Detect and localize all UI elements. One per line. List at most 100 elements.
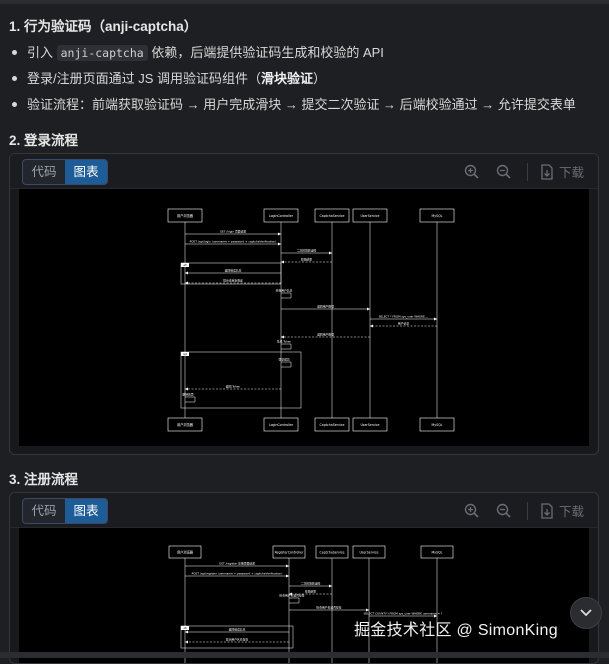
participant-box <box>167 208 203 223</box>
bullet-item: 引入 anji-captcha 依赖，后端提供验证码生成和校验的 API <box>9 42 384 61</box>
zoom-out-icon[interactable] <box>495 163 513 181</box>
message-label: 校验结果 <box>301 258 312 262</box>
participant-box <box>419 208 455 223</box>
fragment-tag <box>181 352 189 356</box>
message-label: 检查用户名是否存在 <box>279 594 304 598</box>
participant-box <box>419 417 455 432</box>
participant-label: UserService <box>359 550 378 554</box>
tab-code[interactable]: 代码 <box>31 504 57 518</box>
message-label: 跳转首页 <box>182 393 193 397</box>
bullet-text: 验证流程：前端获取验证码 → 用户完成滑块 → 提交二次验证 → 后端校验通过 … <box>27 97 576 112</box>
bullet-item: 验证流程：前端获取验证码 → 用户完成滑块 → 提交二次验证 → 后端校验通过 … <box>9 94 576 113</box>
arrow-head <box>434 317 437 321</box>
message-label: SELECT COUNT(*) FROM sys_user WHERE user… <box>364 612 443 616</box>
participant-label: MySQL <box>432 423 443 427</box>
message-label: 查询用户信息 <box>276 289 293 293</box>
message-label: 生成 Token <box>277 340 292 344</box>
arrow-head <box>185 271 188 275</box>
toolbar-divider <box>526 162 528 181</box>
scroll-down-button[interactable] <box>570 597 602 629</box>
fragment-label: alt <box>183 263 186 267</box>
arrow-head <box>329 584 332 588</box>
message-label: 用户记录 <box>398 322 409 326</box>
participant-label: CaptchaService <box>320 550 345 554</box>
fragment-tag <box>181 263 189 267</box>
message-label: SELECT * FROM sys_user WHERE ... <box>379 315 429 319</box>
self-message-arrow <box>281 361 292 368</box>
top-divider <box>0 0 609 4</box>
tab-chart[interactable]: 图表 <box>65 499 107 523</box>
toolbar-divider <box>526 501 528 520</box>
arrow-head <box>185 387 188 391</box>
arrow-head <box>434 614 437 618</box>
arrow-head <box>289 592 292 596</box>
bottom-divider <box>0 652 609 658</box>
message-label: GET /register 注册页面请求 <box>219 562 255 566</box>
self-message-arrow <box>289 597 300 604</box>
zoom-out-icon[interactable] <box>495 502 513 520</box>
participant-label: LoginController <box>269 214 294 218</box>
fragment-tag <box>181 626 189 630</box>
message-label: GET /login 页面请求 <box>220 230 247 234</box>
message-label: 检查用户名是否存在 <box>316 606 341 610</box>
tab-code[interactable]: 代码 <box>31 165 57 179</box>
message-label: 提示请重新验证 <box>223 279 243 283</box>
message-label: 返回错误信息 <box>225 269 242 273</box>
arrow-head <box>329 251 332 255</box>
download-button[interactable]: 下载 <box>540 501 584 520</box>
download-label: 下载 <box>558 166 584 180</box>
participant-label: MySQL <box>432 550 443 554</box>
section-1-title: 1. 行为验证码（anji-captcha） <box>9 19 198 34</box>
participant-box <box>168 545 202 559</box>
tab-chart[interactable]: 图表 <box>65 160 107 184</box>
arrow-head <box>185 640 188 644</box>
arrow-head <box>366 608 369 612</box>
participant-box <box>352 208 388 223</box>
message-label: 返回 Token <box>226 385 241 389</box>
participant-box <box>420 545 454 559</box>
panel-toolbar: 代码 图表 下载 <box>10 493 598 528</box>
participant-box <box>352 545 386 559</box>
arrow-head <box>281 260 284 264</box>
bullet-text: 依赖，后端提供验证码生成和校验的 API <box>147 45 384 60</box>
fragment-label: alt <box>183 626 186 630</box>
arrow-head <box>286 574 289 578</box>
view-toggle: 代码 图表 <box>22 498 108 524</box>
fragment-label: opt <box>183 352 187 356</box>
message-label: 二次校验验证码 <box>301 582 321 586</box>
message-label: 登录成功 <box>278 358 289 362</box>
view-toggle: 代码 图表 <box>22 159 108 185</box>
participant-label: 用户浏览器 <box>177 422 194 427</box>
participant-box <box>263 208 299 223</box>
fragment-frame <box>180 351 302 409</box>
arrow-head <box>281 335 284 339</box>
download-button[interactable]: 下载 <box>540 162 584 181</box>
chevron-down-icon <box>580 609 592 617</box>
zoom-in-icon[interactable] <box>463 502 481 520</box>
arrow-head <box>286 564 289 568</box>
arrow-head <box>370 324 373 328</box>
message-label: 校验结果 <box>305 590 316 594</box>
participant-box <box>314 417 350 432</box>
download-icon <box>541 163 553 180</box>
download-icon <box>541 502 553 519</box>
bullet-dot <box>12 102 17 108</box>
participant-box <box>263 417 299 432</box>
arrow-head <box>367 307 370 311</box>
section-3-title: 3. 注册流程 <box>9 472 79 487</box>
fragment-frame <box>180 625 294 649</box>
participant-label: 用户浏览器 <box>177 549 194 554</box>
panel-tools: 下载 <box>449 501 584 520</box>
arrow-head <box>278 242 281 246</box>
self-message-arrow <box>281 343 292 350</box>
strong-text: 滑块验证 <box>261 71 314 86</box>
arrow-head <box>278 232 281 236</box>
participant-label: UserService <box>360 423 379 427</box>
zoom-in-icon[interactable] <box>463 163 481 181</box>
participant-box <box>167 417 203 432</box>
message-label: POST /api/login (username + password + c… <box>190 240 277 244</box>
